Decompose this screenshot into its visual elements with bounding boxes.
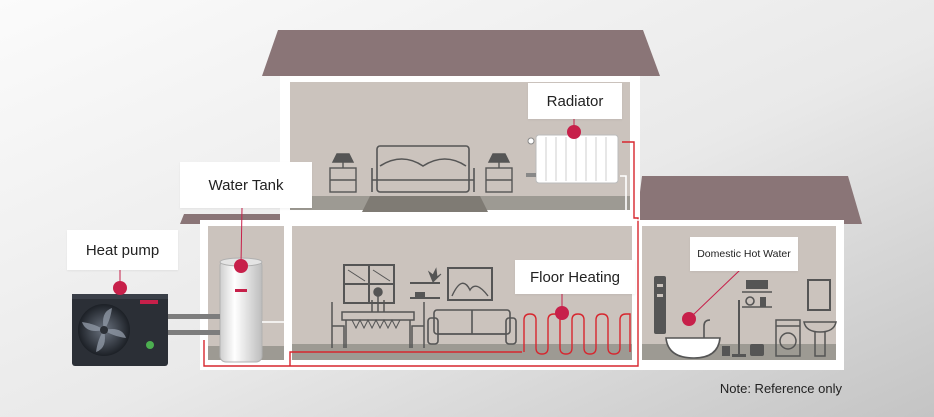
bathroom-accessories	[722, 300, 764, 357]
domestic-hot-water-label: Domestic Hot Water	[690, 237, 798, 271]
bathroom-shelf	[742, 280, 772, 308]
right-roof	[636, 176, 862, 224]
mirror	[807, 279, 831, 311]
shower-column	[654, 276, 666, 334]
radiator-unit	[526, 134, 619, 184]
leader-lines	[119, 118, 741, 317]
reference-note: Note: Reference only	[719, 381, 842, 396]
bed	[371, 145, 475, 193]
water-tank-marker	[234, 259, 248, 273]
hot-water-pipes	[203, 141, 639, 367]
washbasin	[803, 321, 837, 357]
radiator-marker	[567, 125, 581, 139]
floor-heating-marker	[555, 306, 569, 320]
connection-pipes	[168, 314, 220, 335]
radiator-label: Radiator	[528, 83, 622, 119]
domestic-hot-water-marker	[682, 312, 696, 326]
washing-machine	[775, 319, 801, 357]
bathtub	[665, 319, 721, 359]
floor-heating-label: Floor Heating	[515, 260, 635, 294]
heat-pump-marker	[113, 281, 127, 295]
sofa	[427, 309, 517, 345]
heat-pump-unit	[72, 294, 168, 366]
wall-shelves	[410, 267, 442, 299]
wall-picture	[447, 267, 493, 301]
upper-roof	[262, 30, 660, 76]
dining-set	[331, 287, 425, 348]
bedroom-rug	[362, 196, 488, 212]
water-tank-label: Water Tank	[180, 162, 312, 208]
heat-pump-label: Heat pump	[67, 230, 178, 270]
window	[343, 264, 395, 304]
supply-pipes	[262, 175, 640, 323]
nightstand-right	[485, 153, 513, 193]
nightstand-left	[329, 153, 357, 193]
water-tank	[219, 257, 263, 363]
